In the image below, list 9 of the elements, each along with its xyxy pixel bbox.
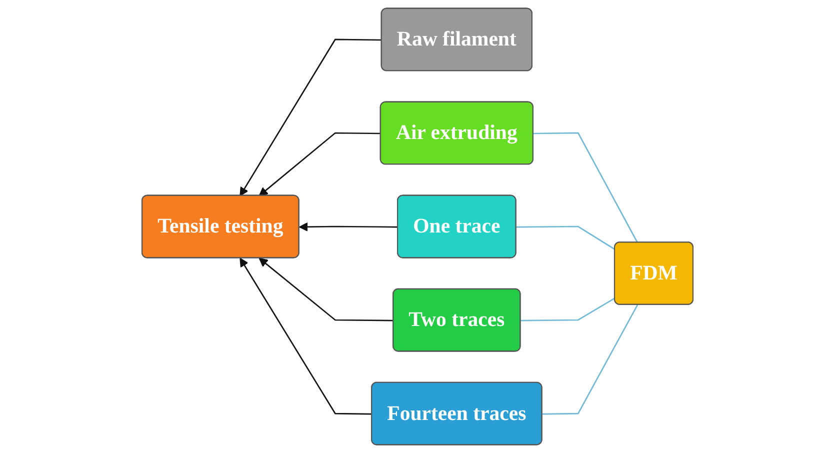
arrow [240,258,372,415]
connector [542,304,638,415]
arrow [240,38,382,196]
connector [516,226,616,250]
connector [533,132,638,243]
arrow [298,222,398,232]
arrow [258,132,381,196]
connector [520,297,616,322]
arrow [258,258,394,322]
